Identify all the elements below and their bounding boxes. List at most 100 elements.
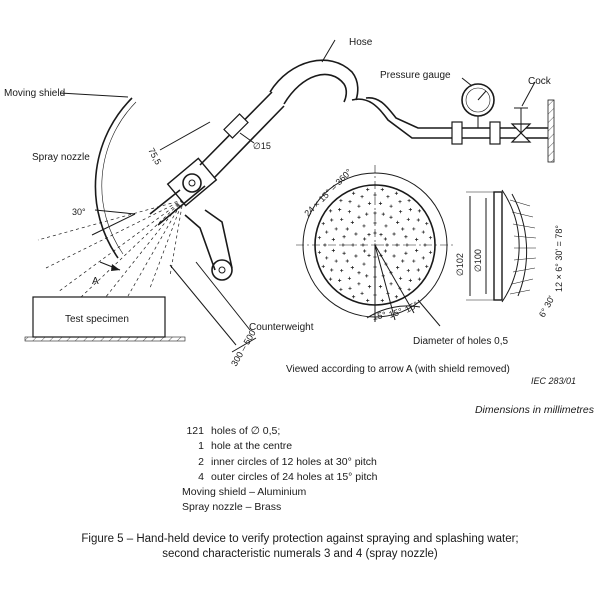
- spray-hole: [339, 287, 343, 292]
- spray-hole: [321, 264, 325, 269]
- spray-hole: [323, 243, 327, 247]
- spray-hole: [357, 215, 361, 219]
- spray-hole: [342, 235, 346, 239]
- spray-hole: [401, 227, 405, 231]
- dim-d102: ∅102: [455, 253, 465, 276]
- spray-hole: [396, 266, 400, 270]
- caption-line-2: second characteristic numerals 3 and 4 (…: [162, 548, 438, 560]
- spray-hole: [389, 215, 393, 219]
- spray-hole: [394, 191, 399, 195]
- spray-hole: [383, 249, 387, 253]
- material-shield: Moving shield – Aluminium: [182, 486, 307, 499]
- spray-hole: [354, 232, 358, 236]
- spray-hole: [383, 237, 387, 241]
- label-pressure-gauge: Pressure gauge: [380, 70, 451, 81]
- spray-hole: [381, 212, 385, 216]
- spray-nozzle-body: [149, 157, 218, 226]
- spray-hole: [357, 204, 361, 208]
- spray-hole: [328, 277, 333, 281]
- spray-hole: [367, 285, 372, 289]
- dim-15-a: 15°: [372, 310, 388, 322]
- dim-15-c: 15°: [403, 299, 420, 314]
- label-moving-shield: Moving shield: [4, 88, 65, 99]
- dim-15-b: 15°: [388, 306, 404, 320]
- material-nozzle: Spray nozzle – Brass: [182, 501, 282, 514]
- spray-hole: [373, 211, 377, 215]
- spray-hole: [331, 237, 335, 242]
- spray-hole: [338, 278, 342, 282]
- spray-hole: [373, 221, 377, 225]
- spray-hole: [360, 195, 364, 199]
- legend-text: outer circles of 24 holes at 15° pitch: [211, 470, 378, 483]
- figure-caption: Figure 5 – Hand-held device to verify pr…: [0, 532, 600, 562]
- spray-hole: [412, 227, 416, 231]
- dim-d15: ∅15: [253, 141, 271, 151]
- label-counterweight: Counterweight: [249, 322, 314, 333]
- pressure-gauge: [461, 77, 495, 128]
- spray-hole: [334, 259, 338, 263]
- label-cock: Cock: [528, 76, 552, 87]
- legend-num: 4: [198, 470, 204, 483]
- nozzle-side-view: [466, 189, 537, 303]
- spray-hole: [398, 200, 402, 204]
- spray-hole: [345, 259, 349, 263]
- spray-hole: [340, 268, 344, 273]
- label-viewed-note: Viewed according to arrow A (with shield…: [286, 364, 510, 375]
- dim-angle-30: 30°: [72, 207, 86, 217]
- spray-hole: [396, 220, 400, 224]
- spray-hole: [407, 287, 411, 292]
- spray-hole: [389, 204, 393, 208]
- spray-hole: [357, 282, 361, 286]
- spray-hole: [415, 248, 419, 253]
- spray-hole: [404, 251, 408, 255]
- spray-hole: [406, 268, 410, 273]
- test-specimen-block: [32, 296, 166, 338]
- spray-hole: [367, 201, 372, 205]
- spray-hole: [342, 251, 346, 255]
- label-diameter-holes: Diameter of holes 0,5: [413, 336, 508, 347]
- spray-hole: [408, 208, 412, 212]
- spray-hole: [425, 221, 429, 226]
- spray-hole: [363, 249, 367, 253]
- spray-hole: [354, 254, 358, 258]
- legend-num: 2: [198, 455, 204, 468]
- spray-hole: [367, 233, 371, 237]
- spray-hole: [405, 243, 409, 247]
- spray-hole: [351, 191, 356, 195]
- spray-hole: [421, 230, 425, 234]
- dim-d100: ∅100: [473, 249, 483, 272]
- spray-hole: [421, 256, 425, 260]
- spray-hole: [334, 227, 338, 231]
- spray-hole: [339, 198, 343, 203]
- spray-hole: [357, 271, 361, 275]
- supply-tube: [199, 91, 285, 179]
- spray-hole: [423, 243, 427, 247]
- spray-hole: [408, 278, 412, 282]
- spray-hole: [379, 233, 383, 237]
- label-hose: Hose: [349, 37, 373, 48]
- spray-hole: [416, 218, 420, 222]
- spray-hole: [366, 187, 370, 192]
- spray-hole: [417, 209, 422, 213]
- dim-12x6: 12 × 6° 30' = 78°: [554, 225, 564, 292]
- spray-hole: [348, 286, 352, 290]
- label-test-specimen: Test specimen: [65, 314, 129, 325]
- hose: [269, 59, 359, 101]
- spray-hole: [415, 237, 419, 242]
- spray-hole: [321, 221, 325, 226]
- spray-hole: [341, 243, 345, 247]
- spray-hole: [348, 200, 352, 204]
- spray-hole: [347, 276, 352, 280]
- caption-line-1: Figure 5 – Hand-held device to verify pr…: [81, 533, 519, 545]
- spray-hole: [365, 212, 369, 216]
- spray-hole: [386, 195, 390, 199]
- label-iec-ref: IEC 283/01: [531, 376, 576, 386]
- legend-num: 1: [198, 440, 204, 453]
- label-arrow-a: A: [92, 276, 99, 287]
- spray-hole: [362, 262, 366, 266]
- spray-hole: [392, 232, 396, 236]
- spray-hole: [360, 291, 364, 295]
